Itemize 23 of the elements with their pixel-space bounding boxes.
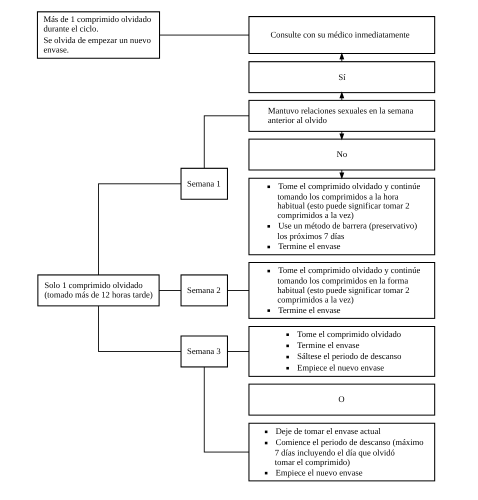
node-box: Deje de tomar el envase actual Comience el periodo de descanso (máximo 7 días incluyendo el día que olvidó tomar el comprimido) Empiece el nuevo envase	[248, 422, 435, 482]
node-box: Semana 2	[180, 274, 228, 306]
node-box: Consulte con su médico inmediatamente	[248, 16, 435, 54]
node-box: No	[248, 138, 435, 171]
node-box: Mantuvo relaciones sexuales en la semana anterior al olvido	[248, 100, 435, 132]
node-box: Tome el comprimido olvidado y continúe tomando los comprimidos en la forma habitual (esto puede significar tomar 2 comprimidos a la vez) Termine el envase	[248, 262, 435, 319]
node-box: Semana 1	[180, 168, 228, 200]
connector	[158, 34, 249, 36]
node-box: Más de 1 comprimido olvidado durante el ciclo. Se olvida de empezar un nuevo envase.	[36, 11, 160, 59]
node-box: Sí	[248, 61, 435, 94]
node-box: Tome el comprimido olvidado Termine el envase Sáltese el periodo de descanso Empiece el nuevo envase	[248, 326, 435, 377]
node-box: O	[248, 384, 435, 416]
connector	[226, 351, 249, 352]
connector	[98, 306, 181, 352]
node-box: Solo 1 comprimido olvidado (tomado más de 12 horas tarde)	[36, 274, 160, 306]
node-box: Semana 3	[180, 335, 228, 368]
arrow	[338, 170, 344, 180]
connector	[226, 290, 249, 291]
connector	[98, 183, 181, 276]
connector	[203, 366, 249, 452]
connector	[158, 290, 181, 291]
node-box: Tome el comprimido olvidado y continúe tomando los comprimidos a la hora habitual (esto puede significar tomar 2 comprimidos a la vez) Use un método de barrera (preservativo) los próximos 7 días Termine el envase	[248, 178, 435, 256]
connector	[203, 115, 249, 168]
